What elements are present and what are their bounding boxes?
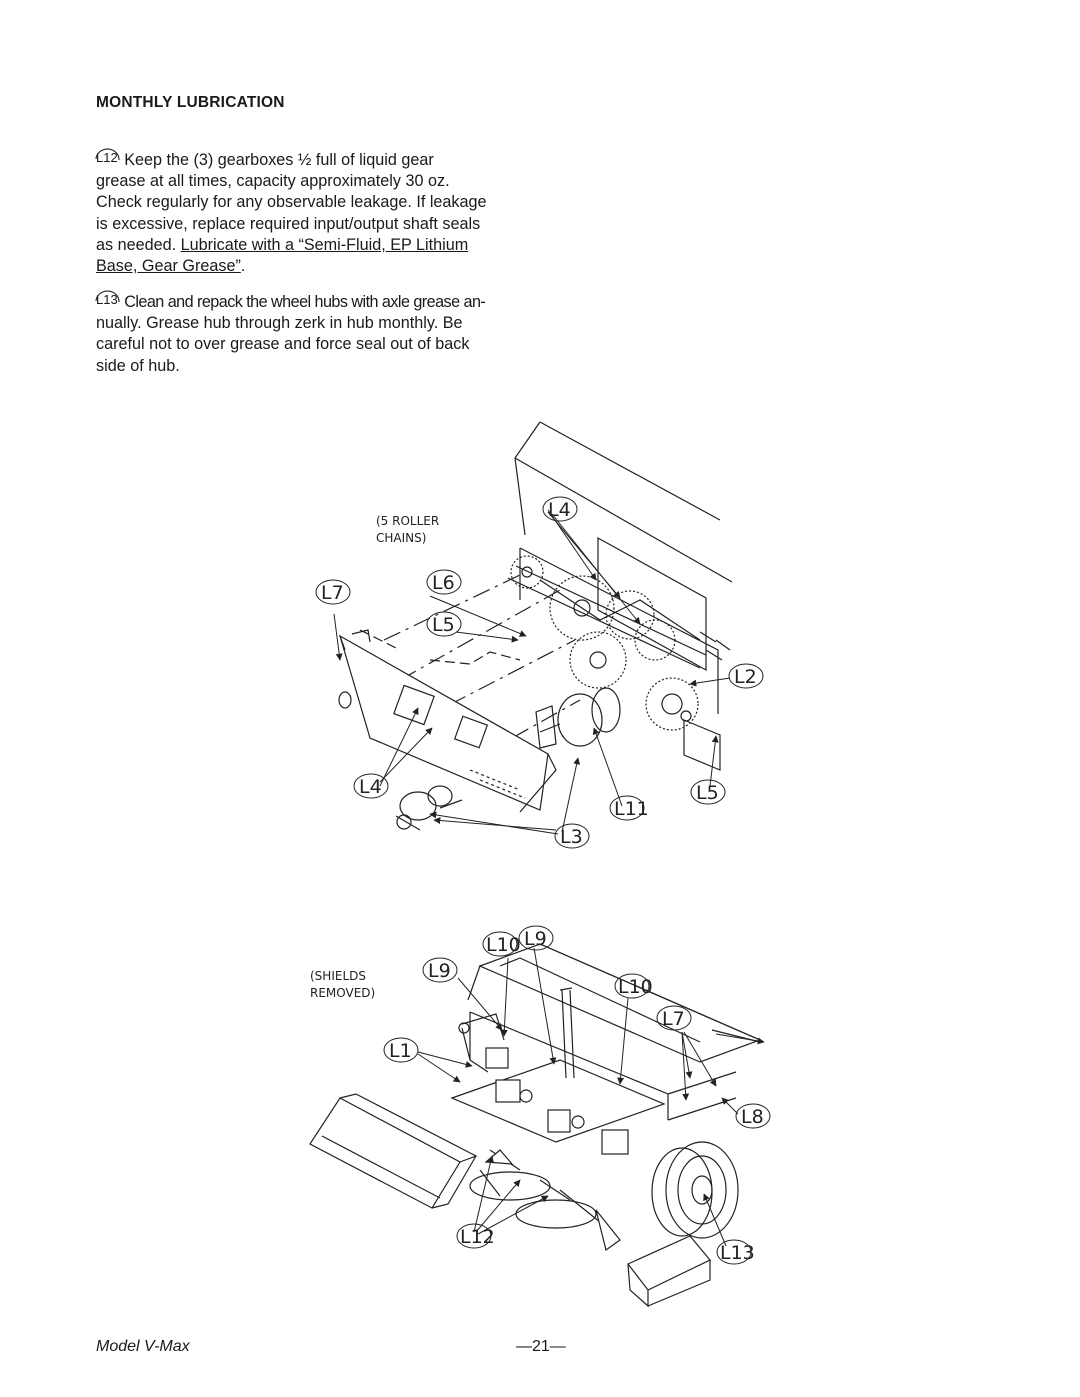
label-l7-right: L7 <box>656 1005 692 1031</box>
label-l4-bottom: L4 <box>353 773 389 799</box>
label-l8: L8 <box>735 1103 771 1129</box>
svg-text:L12: L12 <box>460 1226 495 1248</box>
paragraph-l13: L13 Clean and repack the wheel hubs with… <box>95 290 486 375</box>
spinner-assembly-diagram <box>309 943 762 1308</box>
svg-text:L3: L3 <box>560 826 583 848</box>
footer-model: Model V-Max <box>96 1338 190 1355</box>
page-number: —21— <box>516 1338 566 1355</box>
label-l10-right: L10 <box>614 973 653 999</box>
svg-text:L10: L10 <box>486 934 521 956</box>
svg-text:L6: L6 <box>432 572 455 594</box>
label-l6: L6 <box>426 569 462 595</box>
drive-assembly-diagram <box>338 421 733 831</box>
figure1-labels: L4 L7 L6 L5 L2 L4 L11 L5 L3 <box>315 496 764 849</box>
section-heading: MONTHLY LUBRICATION <box>96 94 285 111</box>
label-l3: L3 <box>554 823 590 849</box>
l13-badge-icon: L13 <box>95 290 120 307</box>
figure1-callouts <box>333 509 731 835</box>
svg-text:L13: L13 <box>720 1242 755 1264</box>
svg-text:L4: L4 <box>359 776 382 798</box>
svg-text:L7: L7 <box>321 582 344 604</box>
lubricant-spec: Lubricate with a “Semi-Fluid, EP Lithium <box>180 235 469 254</box>
roller-chains-note: (5 ROLLER <box>376 514 439 528</box>
svg-text:L1: L1 <box>389 1040 412 1062</box>
svg-text:L4: L4 <box>548 499 571 521</box>
label-l2: L2 <box>728 663 764 689</box>
svg-text:L9: L9 <box>524 928 547 950</box>
label-l10-top: L10 <box>482 931 521 957</box>
label-l1: L1 <box>383 1037 419 1063</box>
label-l12-fig: L12 <box>456 1223 495 1249</box>
l12-badge-icon: L12 <box>95 148 120 165</box>
svg-text:L5: L5 <box>432 614 455 636</box>
svg-text:L11: L11 <box>614 798 649 820</box>
figure2-labels: L10 L9 L9 L10 L7 L1 L8 L12 L13 <box>383 925 771 1265</box>
label-l4-top: L4 <box>542 496 578 522</box>
svg-text:L10: L10 <box>618 976 653 998</box>
label-l5-left: L5 <box>426 611 462 637</box>
svg-text:L7: L7 <box>662 1008 685 1030</box>
label-l9-top: L9 <box>518 925 554 951</box>
svg-text:L5: L5 <box>696 782 719 804</box>
label-l7: L7 <box>315 579 351 605</box>
shields-removed-note: (SHIELDS <box>310 969 366 983</box>
label-l13-fig: L13 <box>716 1239 755 1265</box>
svg-text:CHAINS): CHAINS) <box>376 531 426 545</box>
svg-text:L8: L8 <box>741 1106 764 1128</box>
svg-text:REMOVED): REMOVED) <box>310 986 375 1000</box>
figure2-callouts <box>417 947 765 1247</box>
label-l5-right: L5 <box>690 779 726 805</box>
label-l11: L11 <box>609 795 649 821</box>
svg-text:L9: L9 <box>428 960 451 982</box>
svg-text:L2: L2 <box>734 666 757 688</box>
label-l9-left: L9 <box>422 957 458 983</box>
paragraph-l12: L12 Keep the (3) gearboxes ½ full of liq… <box>95 148 487 276</box>
